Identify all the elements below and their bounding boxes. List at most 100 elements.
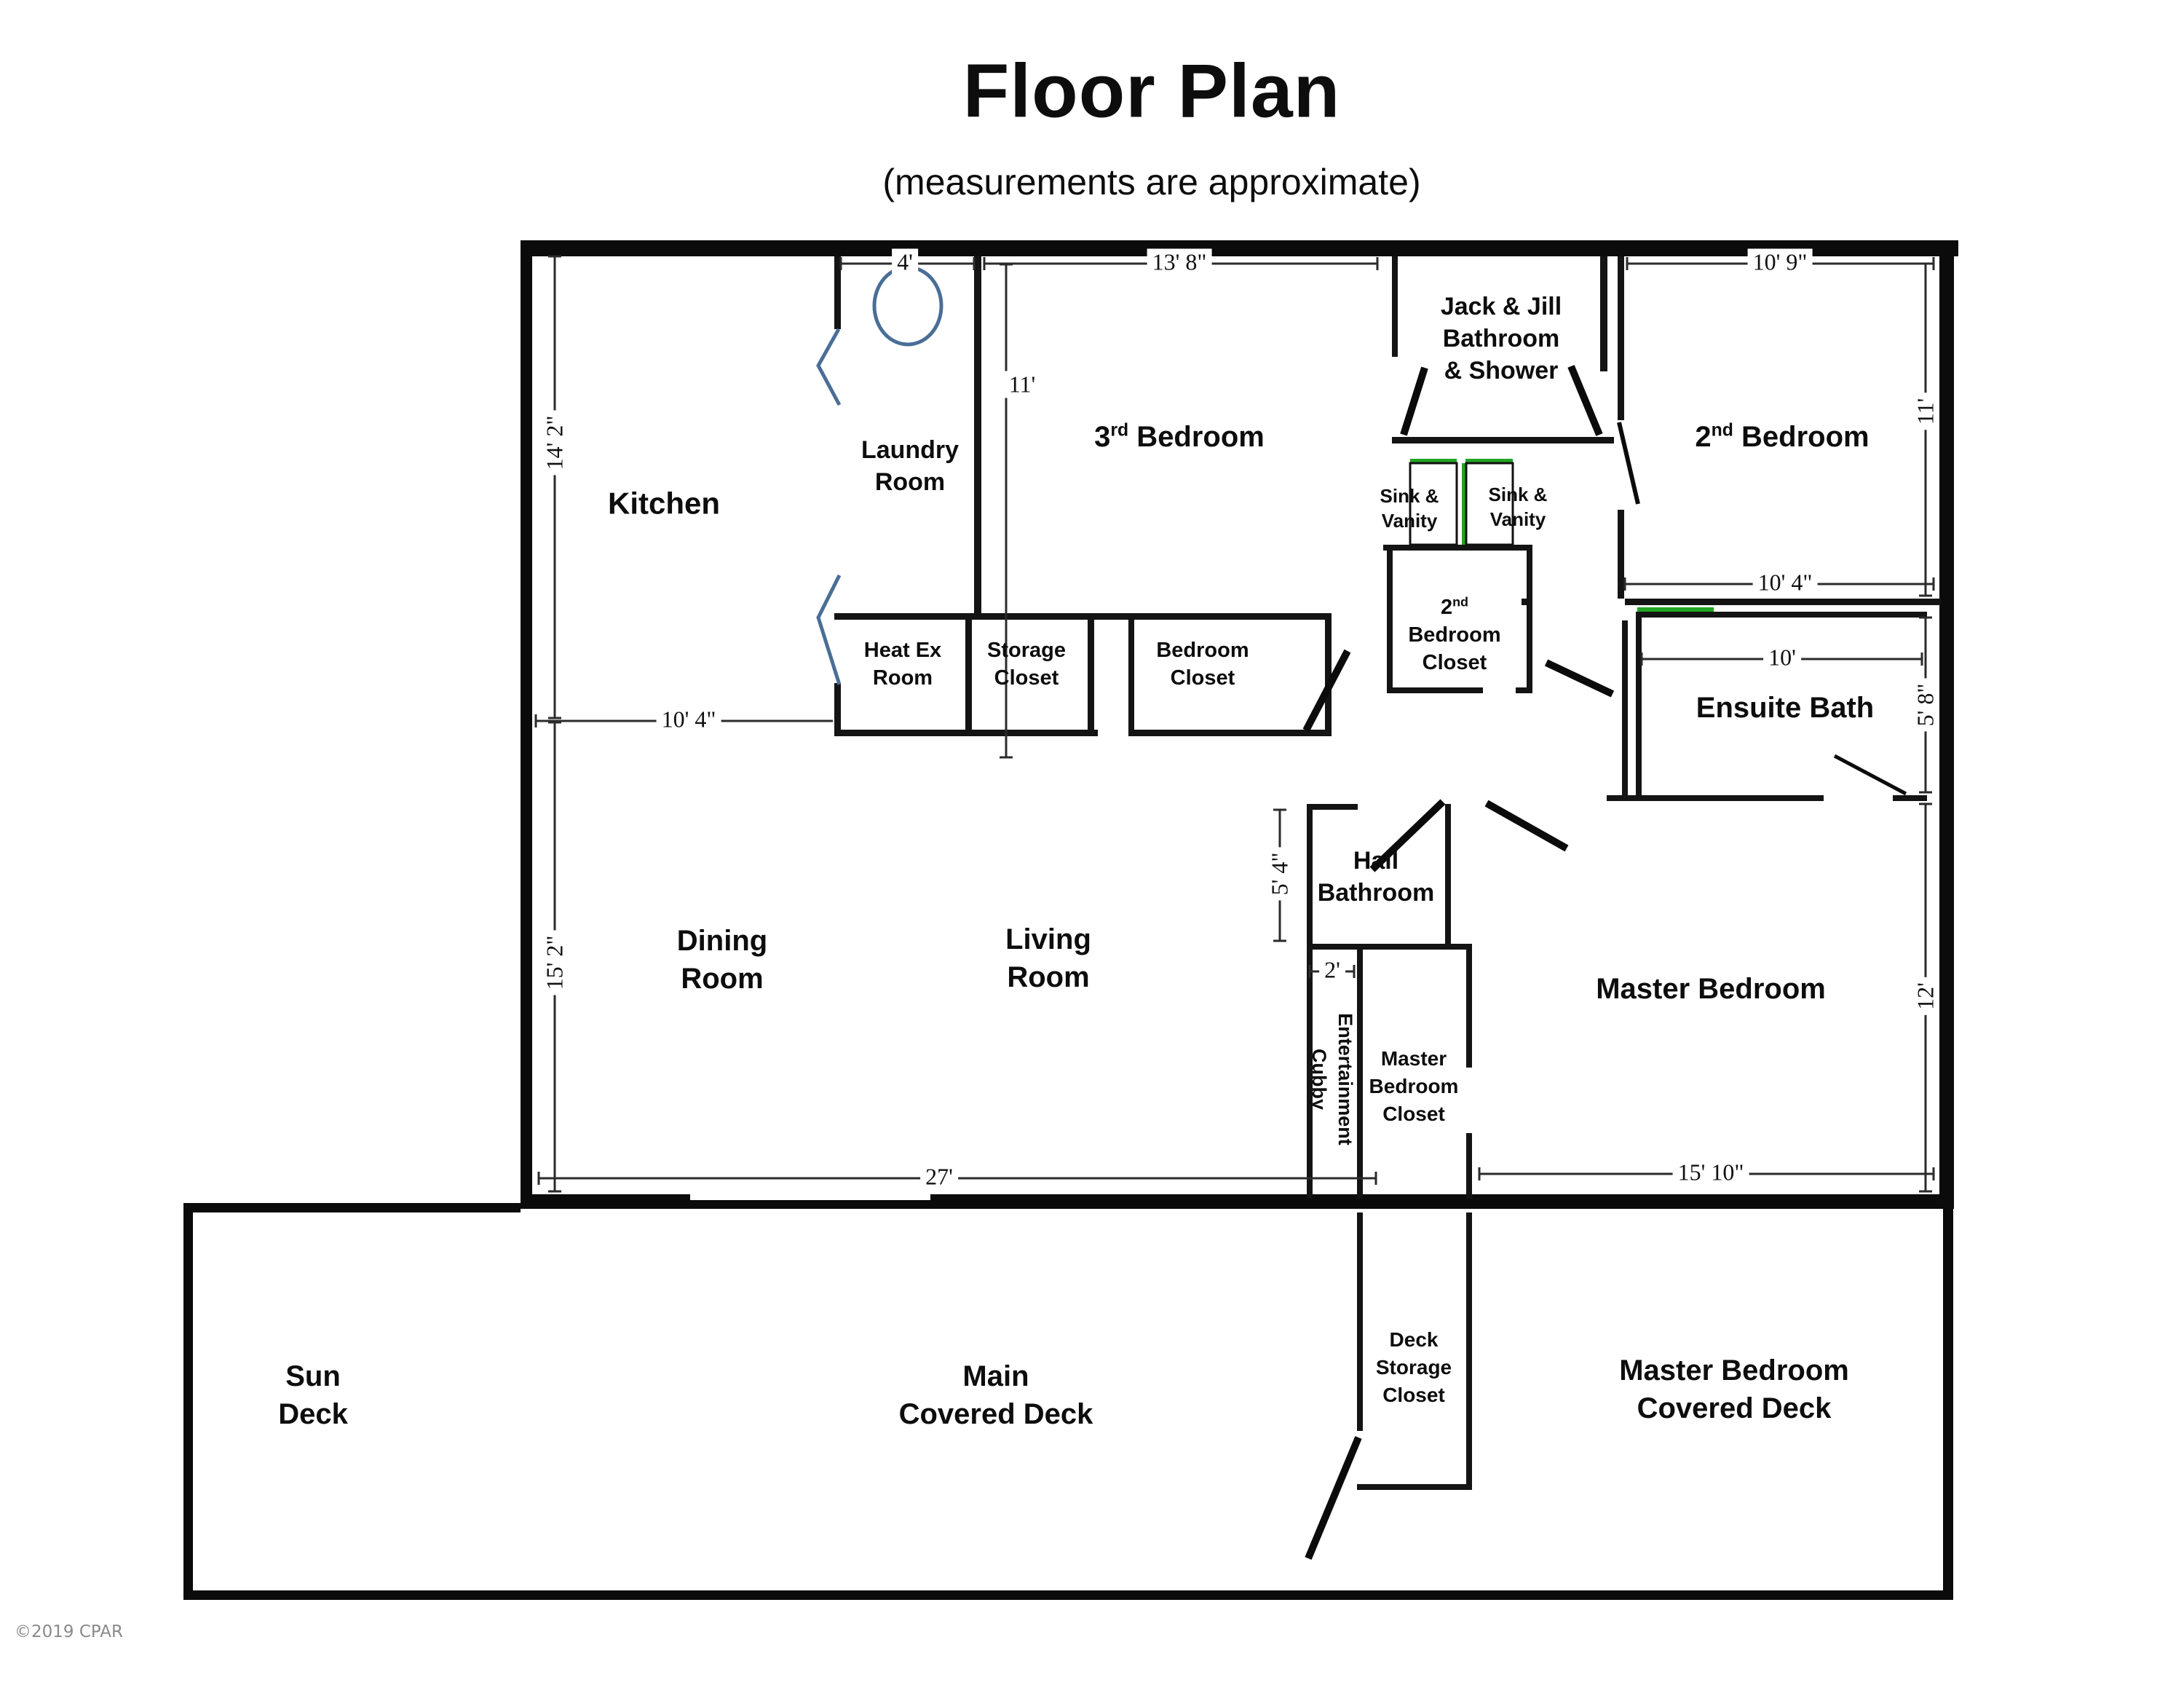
jackjill-door-right — [1567, 365, 1603, 436]
page-subtitle: (measurements are approximate) — [882, 162, 1421, 202]
bedroom2-entry-door — [1617, 422, 1640, 505]
room-label-sink-vanity-right: Sink & Vanity — [1489, 482, 1548, 532]
label-sup: nd — [1452, 594, 1469, 610]
patio-door-opening — [690, 1191, 930, 1200]
copyright-watermark: ©2019 CPAR — [15, 1622, 124, 1641]
label-sup: rd — [1110, 420, 1129, 441]
label-line: Closet — [994, 666, 1059, 690]
deck-storage-door — [1305, 1436, 1362, 1560]
ensuite-door — [1833, 754, 1907, 796]
dim-master-height: 12' — [1912, 977, 1939, 1015]
dim-laundry-width: 4' — [892, 248, 918, 276]
label-line: Laundry — [860, 436, 960, 464]
label-line: Living — [1005, 923, 1091, 955]
room-label-living: Living Room — [1005, 920, 1091, 996]
room-label-kitchen: Kitchen — [607, 486, 721, 521]
room-label-storage-closet: Storage Closet — [987, 636, 1066, 692]
bedroom2-hall-door — [1544, 659, 1615, 698]
label-line: Main — [962, 1360, 1029, 1392]
master-bedroom-door — [1484, 800, 1569, 852]
label-line: Hall — [1353, 847, 1399, 875]
jackjill-door-left — [1400, 366, 1428, 436]
room-label-2nd-bedroom-closet: 2nd Bedroom Closet — [1408, 593, 1500, 677]
dim-dining-height: 15' 2" — [541, 930, 569, 995]
room-label-heat-ex: Heat Ex Room — [864, 636, 941, 692]
bifold-door-icon-lower — [816, 574, 842, 685]
room-label-sink-vanity-left: Sink & Vanity — [1380, 484, 1439, 533]
washer-icon — [872, 265, 943, 347]
dim-hall-bathroom-height: 5' 4" — [1266, 847, 1294, 901]
label-line: Vanity — [1489, 508, 1546, 530]
label-line: Master Bedroom — [1619, 1354, 1849, 1387]
label-line: Bathroom — [1442, 325, 1560, 352]
room-label-3rd-bedroom: 3rd Bedroom — [1094, 418, 1265, 456]
dim-master-width: 15' 10" — [1672, 1159, 1749, 1186]
label-line: Covered Deck — [898, 1398, 1093, 1430]
label-line: Room — [1007, 961, 1090, 993]
label-line: & Shower — [1444, 357, 1559, 384]
dim-2nd-bedroom-height: 11' — [1912, 393, 1939, 430]
label-sup: nd — [1711, 420, 1733, 441]
dim-main-width: 27' — [920, 1163, 958, 1191]
label-line: Room — [872, 666, 933, 690]
label-part: 2 — [1695, 421, 1712, 453]
label-line: Deck — [1389, 1328, 1439, 1351]
label-line: Sink & — [1380, 485, 1439, 507]
label-line: Covered Deck — [1637, 1392, 1832, 1424]
label-line: Deck — [278, 1398, 348, 1430]
dim-3rd-bedroom-width: 13' 8" — [1147, 248, 1212, 276]
label-line: Closet — [1382, 1103, 1445, 1125]
sink-vanity-box-left — [1409, 462, 1458, 546]
dim-2nd-bedroom-width: 10' 9" — [1747, 248, 1813, 276]
label-part: 2 — [1440, 596, 1453, 619]
label-line: Cubby — [1308, 1049, 1330, 1110]
label-line: Sun — [285, 1360, 341, 1392]
label-part: Bedroom — [1733, 421, 1870, 453]
label-line: Dining — [676, 925, 768, 957]
room-label-master-bedroom-closet: Master Bedroom Closet — [1369, 1045, 1459, 1128]
dim-ensuite-width: 10' — [1763, 644, 1801, 671]
dim-cubby-width: 2' — [1319, 956, 1345, 984]
room-label-entertainment-cubby: Entertainment Cubby — [1306, 1013, 1358, 1145]
room-label-hall-bathroom: Hall Bathroom — [1318, 845, 1435, 909]
room-label-deck-storage-closet: Deck Storage Closet — [1376, 1326, 1452, 1409]
dim-ensuite-top-width: 10' 4" — [1752, 569, 1818, 596]
room-label-bedroom-closet: Bedroom Closet — [1156, 636, 1249, 692]
bifold-door-icon-upper — [816, 328, 842, 406]
dim-kitchen-width: 10' 4" — [656, 706, 721, 733]
label-line: Room — [681, 963, 764, 995]
label-line: Sink & — [1488, 484, 1548, 505]
label-line: Bathroom — [1317, 879, 1435, 907]
label-part: 3 — [1094, 421, 1111, 453]
label-line: Storage — [987, 639, 1066, 662]
label-line: Heat Ex — [863, 639, 942, 662]
room-label-2nd-bedroom: 2nd Bedroom — [1695, 418, 1869, 456]
page-title: Floor Plan — [962, 49, 1341, 134]
room-label-laundry: Laundry Room — [861, 434, 959, 498]
label-part: Bedroom — [1128, 421, 1265, 453]
sink-vanity-box-right — [1465, 462, 1514, 546]
label-line: Vanity — [1381, 510, 1438, 532]
label-line: 2nd — [1408, 593, 1500, 621]
room-label-ensuite-bath: Ensuite Bath — [1696, 692, 1875, 724]
label-line: Closet — [1422, 651, 1487, 674]
label-line: Bedroom — [1369, 1075, 1459, 1097]
room-label-main-covered-deck: Main Covered Deck — [899, 1357, 1093, 1433]
label-line: Bedroom — [1156, 639, 1249, 662]
dim-ensuite-height: 5' 8" — [1912, 678, 1939, 732]
room-label-jack-jill-bath: Jack & Jill Bathroom & Shower — [1441, 291, 1562, 387]
dim-3rd-bedroom-height: 11' — [1003, 371, 1041, 398]
room-label-master-bedroom: Master Bedroom — [1596, 973, 1826, 1005]
label-line: Closet — [1170, 666, 1235, 690]
label-line: Bedroom — [1408, 623, 1501, 647]
label-line: Master — [1380, 1047, 1447, 1070]
label-line: Entertainment — [1334, 1013, 1356, 1145]
dim-kitchen-height: 14' 2" — [541, 410, 569, 476]
hall-bathroom-door — [1369, 799, 1446, 872]
room-label-sun-deck: Sun Deck — [278, 1357, 348, 1433]
room-label-dining: Dining Room — [677, 922, 767, 998]
label-line: Room — [874, 468, 946, 496]
label-line: Closet — [1382, 1384, 1445, 1406]
